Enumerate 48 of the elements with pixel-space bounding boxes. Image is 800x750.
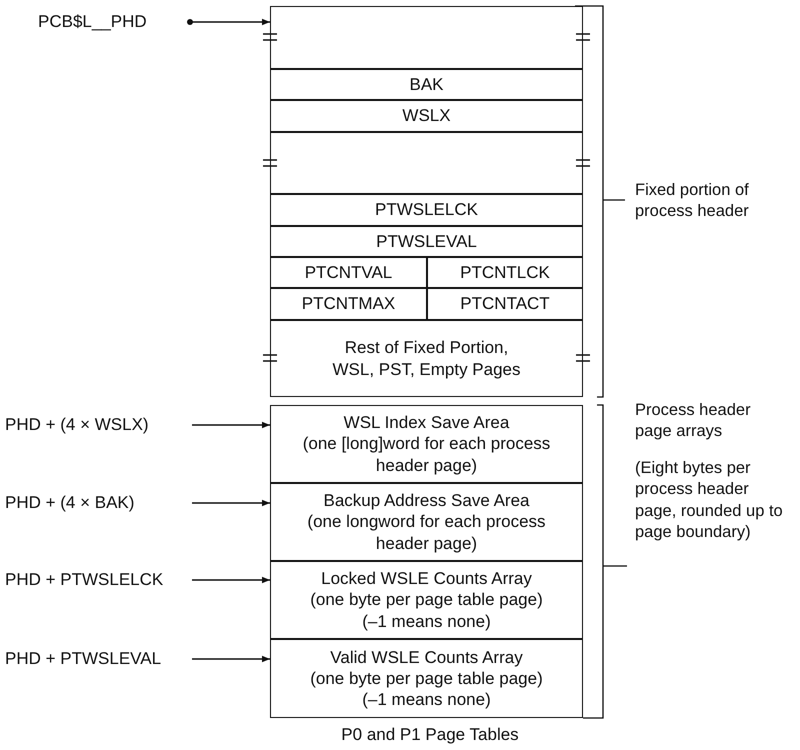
arrow [187,18,270,26]
bracket-label: Fixed portion of process header [635,180,750,222]
field-label: PTCNTMAX [302,293,396,315]
field-label: Rest of Fixed Portion, WSL, PST, Empty Pages [331,337,522,380]
memory-field-box [270,320,583,397]
bracket-label: Process header page arrays [635,400,752,442]
field-label: PTWSLEVAL [376,230,477,252]
memory-field-box [270,405,583,483]
field-description: (one byte per page table page) [310,668,543,690]
memory-field-box [427,257,583,288]
field-label: Locked WSLE Counts Array [321,568,532,590]
field-label: WSLX [402,105,451,127]
field-label: Backup Address Save Area [323,490,530,512]
memory-field-box [270,100,583,132]
memory-field-box [270,194,583,226]
memory-field-box [270,69,583,100]
bracket-label: (Eight bytes per process header page, rounded up to page boundary) [635,458,784,544]
field-description: (–1 means none) [362,610,491,632]
field-description: (one byte per page table page) [310,589,543,611]
pointer-label: PHD + (4 × BAK) [5,493,136,513]
pointer-label: PHD + (4 × WSLX) [5,415,150,435]
memory-field-box [427,288,583,320]
field-description: (one [long]word for each process header page) [302,433,552,476]
field-label: PTWSLELCK [375,199,478,221]
arrow [192,500,270,506]
memory-field-box [270,257,427,288]
pointer-label: PHD + PTWSLEVAL [5,649,162,669]
field-label: Valid WSLE Counts Array [330,646,523,668]
memory-field-box [270,288,427,320]
memory-field-box [270,639,583,718]
field-label: BAK [409,74,444,96]
pointer-label: PHD + PTWSLELCK [5,570,164,590]
arrow [192,576,270,584]
field-description: (one longword for each process header page) [306,511,547,554]
memory-field-box [270,561,583,639]
field-label: WSL Index Save Area [344,412,510,434]
field-description: (–1 means none) [362,689,491,710]
memory-field-box [270,226,583,257]
field-label: PTCNTVAL [304,262,392,284]
arrow [192,422,270,428]
pointer-label: PCB$L__PHD [38,12,148,32]
caption-text: P0 and P1 Page Tables [340,724,520,746]
field-label: PTCNTLCK [460,262,550,284]
memory-region-box [270,132,583,194]
arrow [192,656,270,662]
memory-field-box [270,483,583,561]
memory-region-box [270,6,583,69]
field-label: PTCNTACT [460,293,550,315]
